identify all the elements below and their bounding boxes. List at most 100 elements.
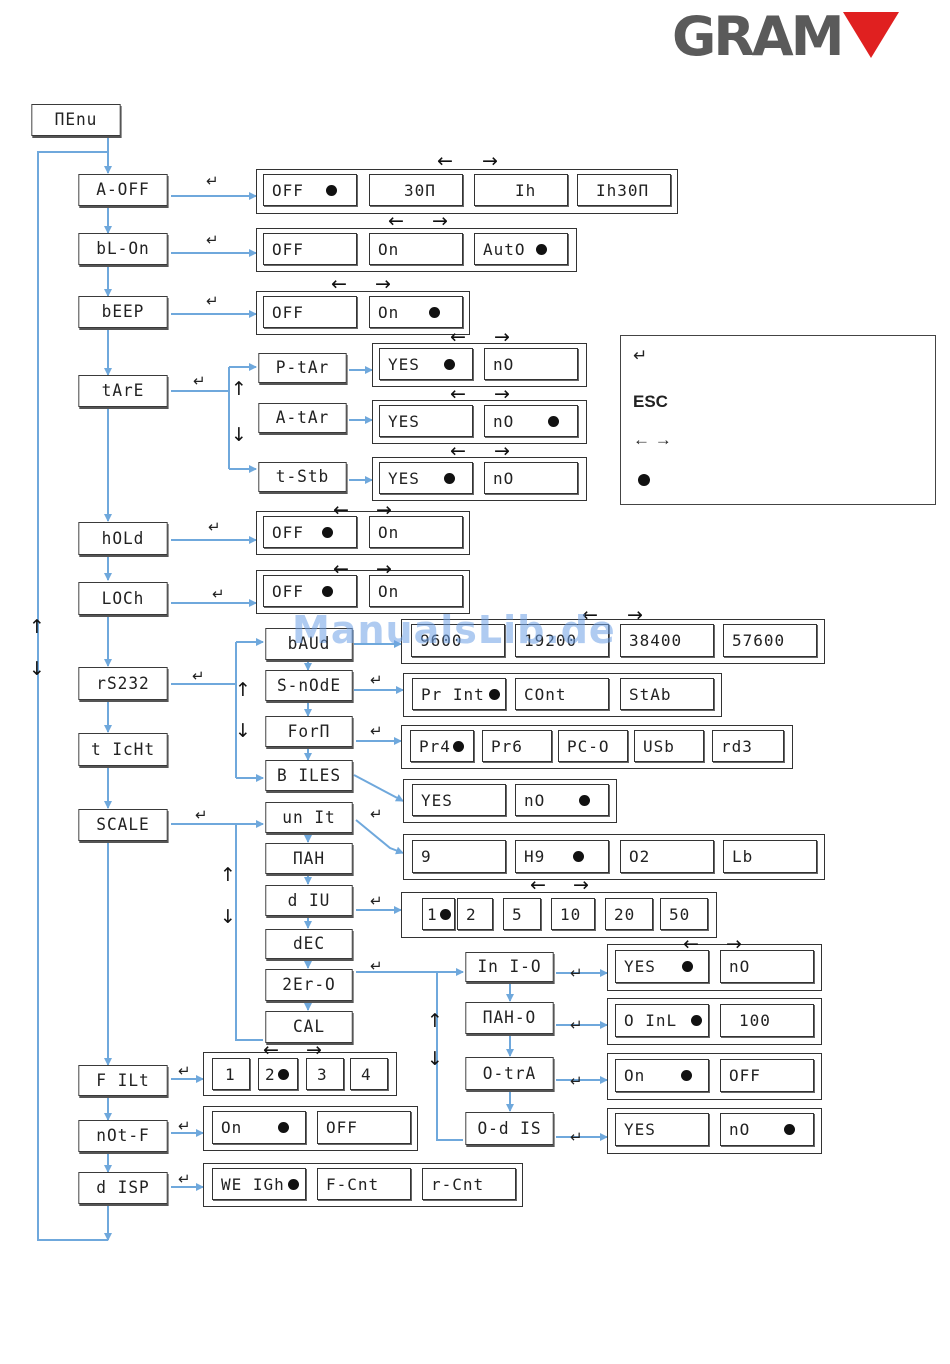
arrow-right-icon: → [306, 1039, 322, 1061]
submenu-a-tar: A-tAr [258, 403, 347, 433]
option-disp-weigh: WE IGh [212, 1168, 306, 1200]
option-max-0-oinl: O InL [615, 1004, 709, 1037]
enter-icon: ↵ [192, 667, 205, 685]
arrow-left-icon: ← [530, 874, 546, 896]
menu-item-bl-on: bL-On [78, 233, 168, 265]
enter-icon: ↵ [193, 372, 206, 390]
menu-item-scale: SCALE [78, 809, 168, 841]
submenu-ini-0: In I-O [465, 952, 554, 982]
legend-esc: ESC [633, 392, 668, 411]
arrow-left-icon: ← [683, 933, 699, 955]
arrow-down-icon: ↓ [427, 1048, 443, 1070]
option-baud-19200: 19200 [515, 624, 609, 657]
option-baud-57600: 57600 [723, 624, 817, 657]
selected-dot-icon [321, 585, 333, 597]
option-max-0-100: 100 [720, 1004, 814, 1037]
arrow-down-icon: ↓ [29, 658, 45, 680]
option-ini-0-yes: YES [615, 950, 709, 983]
submenu-div: d IU [265, 885, 353, 916]
selected-dot-icon [681, 961, 693, 972]
selected-dot-icon [278, 1122, 290, 1133]
gram-logo: GRAM [672, 5, 900, 68]
menu-item-not-f: nOt-F [78, 1120, 168, 1152]
option-a-off-1h: Ih [474, 174, 568, 206]
arrow-left-icon: ← [450, 383, 466, 405]
arrow-right-icon: → [494, 383, 510, 405]
option-p-tar-no: nO [484, 348, 578, 380]
selected-dot-icon [548, 415, 560, 427]
option-filt-4: 4 [350, 1058, 388, 1090]
option-a-off-30m: 30Π [369, 174, 463, 206]
arrow-right-icon: → [494, 440, 510, 462]
submenu-dec: dEC [265, 929, 353, 959]
option-a-off-off: OFF [263, 174, 357, 206]
option-form-usb: USb [634, 730, 704, 762]
selected-dot-icon [325, 184, 337, 196]
selected-dot-icon [579, 794, 591, 806]
legend-box: ↵ ESC ← → [620, 335, 936, 505]
arrow-left-icon: ← [388, 210, 404, 232]
option-form-rd3: rd3 [712, 730, 784, 762]
selected-dot-icon [443, 472, 455, 484]
menu-item-disp: d ISP [78, 1172, 168, 1204]
submenu-o-tra: O-trA [465, 1057, 554, 1090]
option-bles-yes: YES [412, 784, 506, 816]
arrow-right-icon: → [573, 874, 589, 896]
option-disp-r-cnt: r-Cnt [422, 1168, 516, 1200]
arrow-down-icon: ↓ [220, 906, 236, 928]
submenu-zero: 2Er-O [265, 969, 353, 1001]
arrow-left-icon: ← [333, 558, 349, 580]
arrow-right-icon: → [375, 273, 391, 295]
option-beep-on: On [369, 296, 463, 328]
enter-icon: ↵ [206, 292, 219, 310]
legend-arrows-icon: ← → [633, 430, 672, 449]
submenu-p-tar: P-tAr [258, 353, 347, 383]
option-unit-kg: H9 [515, 840, 609, 873]
arrow-left-icon: ← [437, 150, 453, 172]
submenu-max-0: ΠAH-O [465, 1002, 554, 1034]
arrow-left-icon: ← [331, 273, 347, 295]
selected-dot-icon [784, 1124, 796, 1135]
submenu-s-mode: S-nOdE [265, 670, 353, 701]
selected-dot-icon [681, 1070, 693, 1081]
submenu-o-dis: O-d IS [465, 1112, 554, 1145]
option-bl-on-auto: AutO [474, 233, 568, 265]
selected-dot-icon [443, 358, 455, 370]
enter-icon: ↵ [370, 671, 383, 689]
menu-item-rs232: rS232 [78, 667, 168, 700]
enter-icon: ↵ [208, 518, 221, 536]
arrow-left-icon: ← [582, 604, 598, 626]
option-div-1: 1 [422, 898, 455, 930]
option-div-50: 50 [660, 898, 708, 930]
enter-icon: ↵ [206, 231, 219, 249]
enter-icon: ↵ [370, 892, 383, 910]
arrow-up-icon: ↑ [235, 679, 251, 701]
option-bl-on-on: On [369, 233, 463, 265]
enter-icon: ↵ [370, 957, 383, 975]
option-s-mode-stab: StAb [620, 678, 714, 710]
enter-icon: ↵ [178, 1062, 191, 1080]
option-s-mode-cont: COnt [515, 678, 609, 710]
arrow-up-icon: ↑ [220, 864, 236, 886]
option-form-pr4: Pr4 [410, 730, 474, 762]
option-not-f-off: OFF [317, 1111, 411, 1144]
option-p-tar-yes: YES [379, 348, 473, 380]
arrow-up-icon: ↑ [231, 378, 247, 400]
option-filt-3: 3 [306, 1058, 344, 1090]
menu-item-ticket: t IcHt [78, 733, 168, 766]
arrow-left-icon: ← [263, 1039, 279, 1061]
arrow-left-icon: ← [450, 326, 466, 348]
option-ini-0-no: nO [720, 950, 814, 983]
selected-dot-icon [691, 1015, 703, 1026]
logo-triangle-icon [843, 12, 900, 58]
option-div-2: 2 [457, 898, 493, 930]
option-filt-1: 1 [212, 1058, 250, 1090]
logo-text: GRAM [672, 5, 844, 68]
arrow-right-icon: → [627, 604, 643, 626]
option-lock-on: On [369, 575, 463, 607]
selected-dot-icon [439, 908, 451, 920]
enter-icon: ↵ [178, 1117, 191, 1135]
option-o-dis-yes: YES [615, 1113, 709, 1146]
submenu-t-stb: t-Stb [258, 462, 347, 492]
